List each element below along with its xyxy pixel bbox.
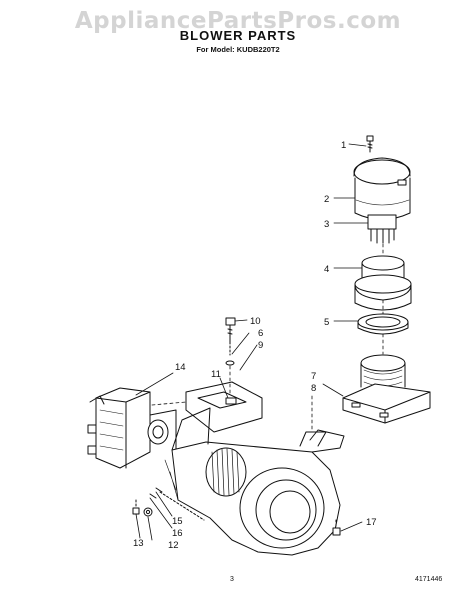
part-motor: [367, 214, 397, 244]
part-screw: [366, 135, 374, 153]
callout-2: 2: [324, 194, 329, 205]
model-subtitle: For Model: KUDB220T2: [196, 45, 280, 54]
callout-5: 5: [324, 317, 329, 328]
callout-12: 12: [168, 540, 179, 551]
part-gasket: [357, 313, 409, 335]
part-mounting-base: [342, 354, 431, 424]
callout-labels: 1 2 3 4 5 6 7 8 9 10 11 12 13 14 15 16 1…: [133, 140, 377, 551]
callout-8: 8: [311, 383, 316, 394]
callout-14: 14: [175, 362, 186, 373]
part-drive-motor: [87, 387, 177, 469]
callout-7: 7: [311, 371, 316, 382]
part-motor-cap: [353, 157, 411, 220]
callout-1: 1: [341, 140, 346, 151]
page-number: 3: [230, 576, 234, 583]
callout-11: 11: [211, 369, 221, 380]
callout-9: 9: [258, 340, 263, 351]
leader-lines: [135, 143, 369, 541]
part-mounting-bracket: [185, 381, 263, 433]
callout-4: 4: [324, 264, 329, 275]
callout-15: 15: [172, 516, 183, 527]
diagram-title: BLOWER PARTS: [179, 28, 297, 43]
alignment-lines: [151, 243, 384, 431]
callout-16: 16: [172, 528, 183, 539]
document-number: 4171446: [415, 576, 443, 583]
part-small-hardware: [132, 487, 341, 536]
part-blower-housing: [164, 407, 345, 556]
part-top-screw: [225, 317, 236, 366]
callout-17: 17: [366, 517, 377, 528]
callout-13: 13: [133, 538, 144, 549]
callout-10: 10: [250, 316, 261, 327]
watermark: AppliancePartsPros.com: [74, 8, 402, 34]
part-adapter-ring: [354, 255, 412, 311]
callout-3: 3: [324, 219, 329, 230]
callout-6: 6: [258, 328, 263, 339]
